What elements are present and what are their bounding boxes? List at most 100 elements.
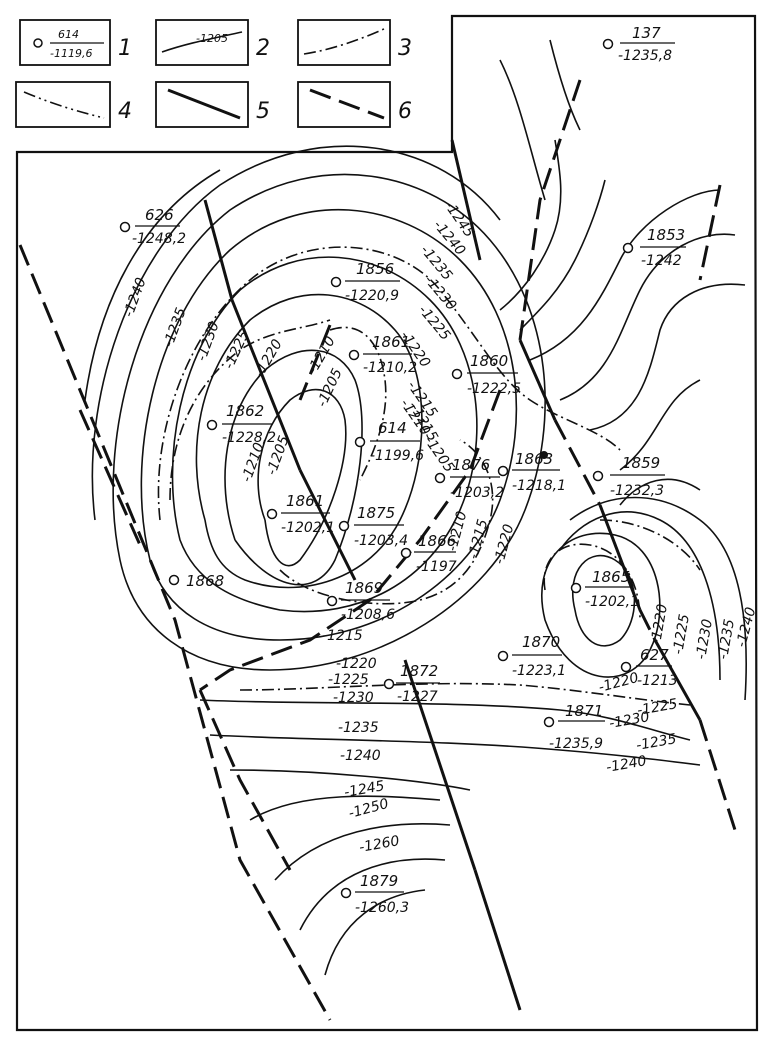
svg-text:-1235: -1235 (338, 720, 379, 736)
svg-text:-1197: -1197 (416, 559, 457, 575)
svg-text:1861: 1861 (372, 333, 410, 351)
well-marker: 1866 -1197 (400, 532, 457, 575)
svg-text:-1213: -1213 (637, 673, 678, 689)
svg-text:1871: 1871 (565, 702, 603, 720)
svg-text:137: 137 (632, 24, 661, 42)
svg-text:-1250: -1250 (347, 796, 391, 822)
svg-text:-1235: -1235 (635, 731, 678, 754)
legend-box-6 (297, 81, 391, 128)
legend-key-2: 2 (256, 36, 270, 61)
wells: 626 -1248,2 137 -1235,8 1853 -1242 1856 … (119, 24, 686, 916)
well-marker: 1879 -1260,3 (340, 872, 409, 916)
well-marker: 1860 -1222,5 (451, 352, 521, 397)
well-marker: 1859 -1232,3 (592, 454, 665, 499)
svg-text:1865: 1865 (592, 568, 630, 586)
svg-text:-1248,2: -1248,2 (132, 231, 186, 247)
legend-box-3 (297, 19, 391, 66)
svg-text:-1245: -1245 (343, 778, 386, 801)
fault-solid (653, 639, 702, 721)
svg-text:-1220: -1220 (491, 523, 517, 567)
svg-text:-1235,9: -1235,9 (549, 736, 603, 752)
svg-text:-1227: -1227 (397, 689, 438, 705)
svg-text:-1230: -1230 (608, 709, 651, 732)
svg-text:1869: 1869 (345, 579, 383, 597)
fault-dashed (78, 409, 142, 546)
svg-text:-1220,9: -1220,9 (345, 288, 399, 304)
svg-text:-1202,1: -1202,1 (281, 520, 335, 536)
svg-text:-1235: -1235 (715, 618, 738, 661)
isohypses (84, 39, 747, 976)
well-marker: 1862 -1228,2 (206, 402, 276, 446)
well-marker: 627 -1213 (620, 646, 678, 689)
svg-text:-1260,3: -1260,3 (355, 900, 409, 916)
svg-text:-1199,6: -1199,6 (370, 448, 424, 464)
well-marker: 1870 -1223,1 (497, 633, 566, 679)
legend-key-1: 1 (118, 36, 132, 61)
legend-box-2 (155, 19, 249, 66)
fault-dashed (298, 324, 332, 401)
svg-text:626: 626 (145, 206, 174, 224)
isoline-labels: -1245 -1240 -1235 -1230 -1225 -1220 -121… (121, 198, 760, 856)
svg-text:627: 627 (640, 646, 669, 664)
svg-text:1860: 1860 (470, 352, 508, 370)
well-marker: 1853 -1242 (622, 226, 686, 269)
dash-dot-lines (157, 246, 701, 706)
well-marker: 1875 -1203,4 (338, 504, 408, 549)
svg-text:-1210,2: -1210,2 (363, 360, 417, 376)
svg-text:-1220: -1220 (597, 670, 641, 696)
well-marker: 1865 -1202,1 (570, 568, 639, 610)
svg-text:-1203,4: -1203,4 (354, 533, 408, 549)
svg-text:1866: 1866 (418, 532, 456, 550)
legend-key-6: 6 (398, 99, 412, 124)
legend-sample-value: -1205 (196, 32, 228, 45)
fault-dashed (198, 689, 292, 871)
well-marker: 626 -1248,2 (119, 206, 186, 247)
legend-key-5: 5 (256, 99, 270, 124)
svg-text:-1222,5: -1222,5 (467, 381, 521, 397)
svg-text:1863: 1863 (515, 450, 553, 468)
well-marker: 1876 -1203,2 (434, 456, 504, 501)
well-marker: 137 -1235,8 (602, 24, 675, 64)
fault-dashed (18, 244, 332, 1021)
well-marker: 1861 -1202,1 (266, 492, 335, 536)
faults (18, 79, 737, 1021)
fault-dashed (553, 419, 602, 506)
legend: 614 -1119,6 1 -1205 2 3 4 5 6 (15, 19, 412, 128)
fault-solid (403, 659, 477, 871)
fault-solid (518, 339, 557, 421)
svg-text:-1232,3: -1232,3 (610, 483, 664, 499)
legend-box-5 (155, 81, 249, 128)
fault-dashed (518, 79, 582, 341)
legend-sample-top: 614 (58, 28, 79, 41)
svg-text:-1240: -1240 (605, 753, 648, 776)
legend-key-3: 3 (398, 36, 412, 61)
svg-text:-1220: -1220 (648, 603, 671, 646)
well-marker: 614 -1199,6 (354, 419, 424, 464)
svg-text:-1223,1: -1223,1 (512, 663, 566, 679)
svg-text:1868: 1868 (186, 572, 224, 590)
svg-text:-1210: -1210 (239, 441, 268, 485)
legend-well-symbol (33, 38, 43, 48)
svg-text:-1202,1: -1202,1 (585, 594, 639, 610)
svg-text:-1218,1: -1218,1 (512, 478, 566, 494)
svg-text:1875: 1875 (357, 504, 395, 522)
well-filled (540, 451, 548, 459)
fault-dashed (638, 609, 657, 641)
svg-text:614: 614 (378, 419, 407, 437)
svg-text:-1225: -1225 (328, 672, 369, 688)
fault-solid (230, 299, 302, 471)
svg-text:-1242: -1242 (641, 253, 682, 269)
legend-box-4 (15, 81, 111, 128)
legend-sample-bottom: -1119,6 (50, 47, 92, 60)
svg-text:1861: 1861 (286, 492, 324, 510)
well-marker: 1868 (168, 572, 224, 590)
svg-text:1862: 1862 (226, 402, 264, 420)
fault-solid (473, 869, 522, 1011)
svg-text:-1210: -1210 (444, 510, 470, 554)
svg-text:1876: 1876 (452, 456, 490, 474)
svg-text:1853: 1853 (647, 226, 685, 244)
svg-text:-1235: -1235 (161, 306, 190, 350)
svg-text:-1220: -1220 (336, 656, 377, 672)
svg-text:-1230: -1230 (693, 618, 716, 661)
